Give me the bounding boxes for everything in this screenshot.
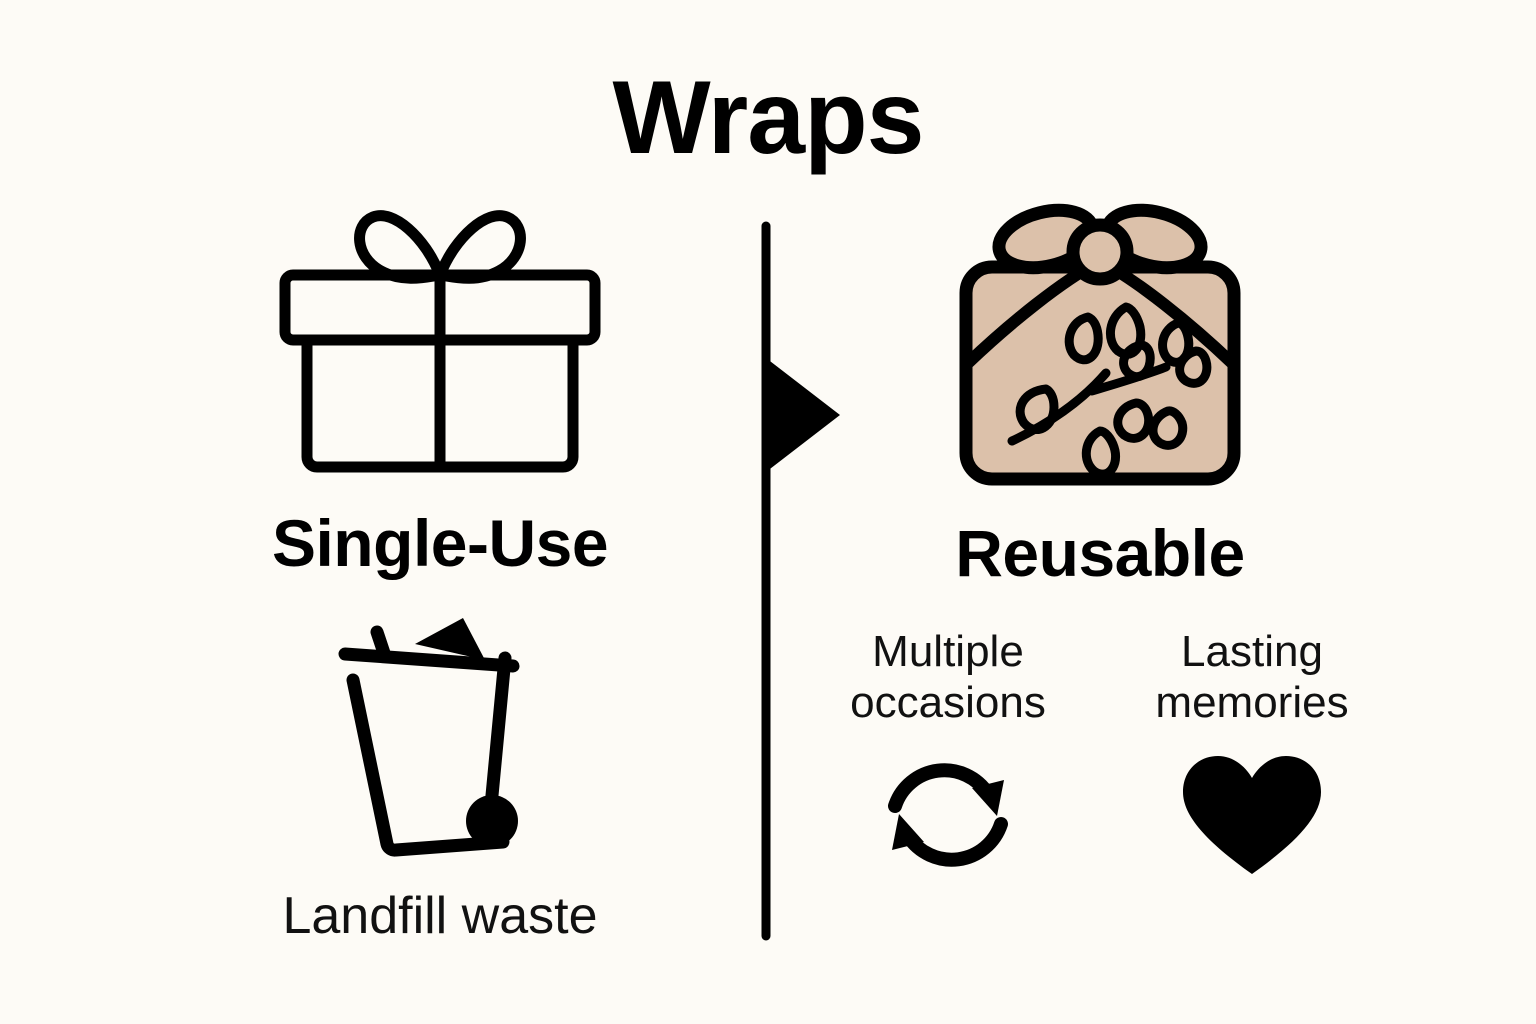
benefit-label-lasting-memories: Lasting memories — [1155, 626, 1349, 727]
heart-icon-wrap — [1177, 750, 1327, 885]
page-title: Wraps — [612, 60, 925, 176]
refresh-loop-icon — [888, 762, 1008, 867]
refresh-loop-icon-wrap — [873, 750, 1023, 885]
benefit-multiple-occasions: Multiple occasions — [833, 626, 1063, 885]
benefit-label-multiple-occasions: Multiple occasions — [850, 626, 1046, 727]
fabric-wrapped-gift-icon — [959, 203, 1241, 486]
reusable-benefits-list: Multiple occasions — [800, 626, 1400, 885]
trash-bin-icon — [338, 617, 520, 857]
divider-arrow-icon — [761, 221, 840, 941]
column-single-use: Single-Use Landfill waste — [150, 195, 730, 945]
heading-single-use: Single-Use — [271, 506, 609, 580]
divider-with-arrow — [740, 210, 840, 950]
gift-box-outline-icon — [279, 210, 601, 473]
benefit-lasting-memories: Lasting memories — [1137, 626, 1367, 885]
column-reusable: Reusable Multiple occasions — [800, 195, 1400, 885]
single-use-detail: Landfill waste — [150, 614, 730, 945]
heart-icon — [1183, 755, 1321, 874]
caption-landfill-waste: Landfill waste — [282, 886, 598, 945]
heading-reusable: Reusable — [955, 516, 1245, 590]
